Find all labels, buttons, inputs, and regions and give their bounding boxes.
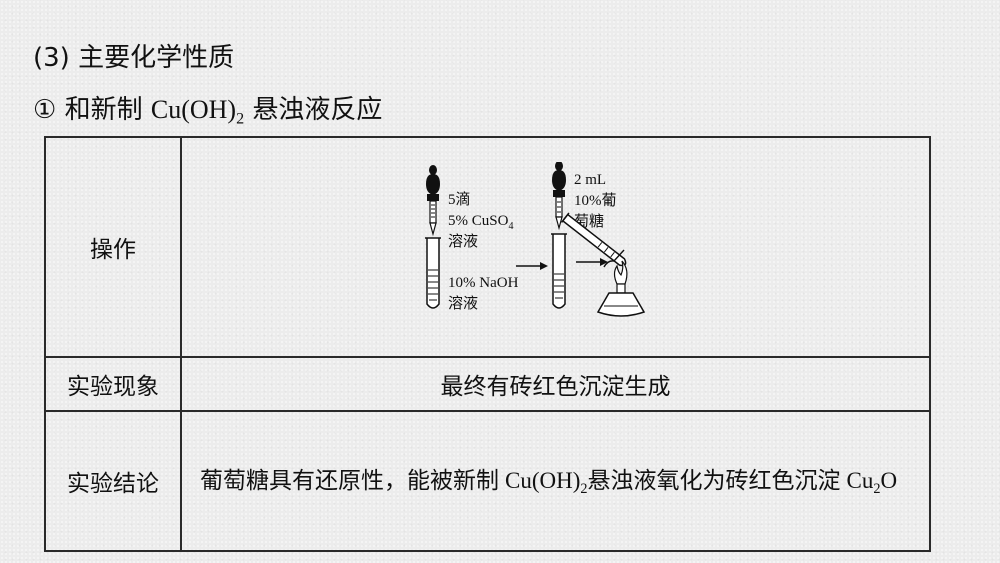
dropper-1-icon (426, 165, 440, 237)
heading-text-before: 和新制 (64, 95, 143, 125)
alcohol-lamp-icon (596, 260, 646, 317)
arrow-right-icon (516, 262, 548, 270)
experiment-table: 操作 (44, 136, 931, 552)
heading-text-after: 悬浊液反应 (252, 95, 383, 125)
dropper-2-label-concentration: 10%葡 (574, 192, 617, 209)
subsection-heading: ① 和新制 Cu(OH)2 悬浊液反应 (33, 94, 383, 128)
row-label-observation: 实验现象 (44, 356, 182, 412)
experiment-diagram: 5滴 5% CuSO4 溶液 10% NaOH 溶液 (425, 162, 646, 317)
dropper-2-icon (552, 162, 566, 231)
arrow-right-icon (576, 258, 608, 266)
dropper-1-label-drops: 5滴 (448, 190, 471, 208)
tube-1-label-solution: 溶液 (448, 295, 478, 312)
heated-test-tube-icon (560, 212, 627, 268)
circled-number: ① (33, 95, 57, 125)
row-label-operation: 操作 (44, 136, 182, 358)
row-label-conclusion: 实验结论 (44, 410, 182, 552)
dropper-1-label-reagent: 5% CuSO4 (448, 213, 513, 232)
test-tube-1-icon (425, 237, 441, 309)
tube-1-label-reagent: 10% NaOH (448, 275, 519, 291)
dropper-2-label-volume: 2 mL (574, 172, 606, 188)
observation-cell: 最终有砖红色沉淀生成 (180, 356, 931, 412)
table-row-observation: 实验现象 最终有砖红色沉淀生成 (44, 356, 931, 412)
dropper-1-label-solution: 溶液 (448, 233, 478, 250)
table-row-operation: 操作 (44, 136, 931, 358)
operation-figure-cell: 5滴 5% CuSO4 溶液 10% NaOH 溶液 (180, 136, 931, 358)
test-tube-2-icon (551, 233, 567, 309)
section-heading: (3) 主要化学性质 (33, 43, 235, 73)
heading-formula: Cu(OH)2 (150, 95, 245, 128)
